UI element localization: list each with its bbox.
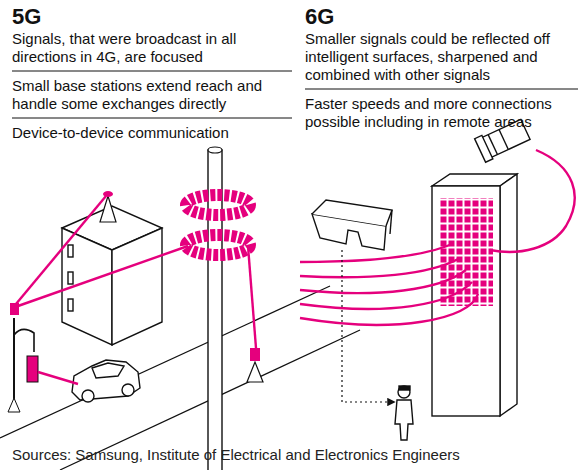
explanation-text: Smaller signals could be reflected off i… <box>305 30 577 84</box>
street <box>0 286 360 470</box>
antenna-pole <box>186 147 250 470</box>
person <box>395 386 413 440</box>
reflected-signals <box>300 150 575 325</box>
roof-base-station <box>100 191 116 222</box>
explanation-text: Small base stations extend reach and han… <box>12 77 297 113</box>
signal-links <box>16 196 256 384</box>
explanation-text: Signals, that were broadcast in all dire… <box>12 30 297 66</box>
car <box>72 360 140 402</box>
smart-glasses <box>312 200 392 250</box>
explanation-text: Faster speeds and more connections possi… <box>305 95 577 131</box>
source-caption: Sources: Samsung, Institute of Electrica… <box>12 446 460 464</box>
small-base-station <box>247 348 263 382</box>
street-light <box>8 303 38 412</box>
dotted-arrow <box>342 250 394 402</box>
explanation-text: Device-to-device communication <box>12 124 297 142</box>
separator-rule <box>12 71 292 72</box>
intelligent-surface <box>432 174 517 416</box>
building <box>62 206 162 345</box>
column-heading: 6G <box>305 4 577 30</box>
column-heading: 5G <box>12 4 297 30</box>
separator-rule <box>305 89 578 90</box>
separator-rule <box>12 118 292 119</box>
